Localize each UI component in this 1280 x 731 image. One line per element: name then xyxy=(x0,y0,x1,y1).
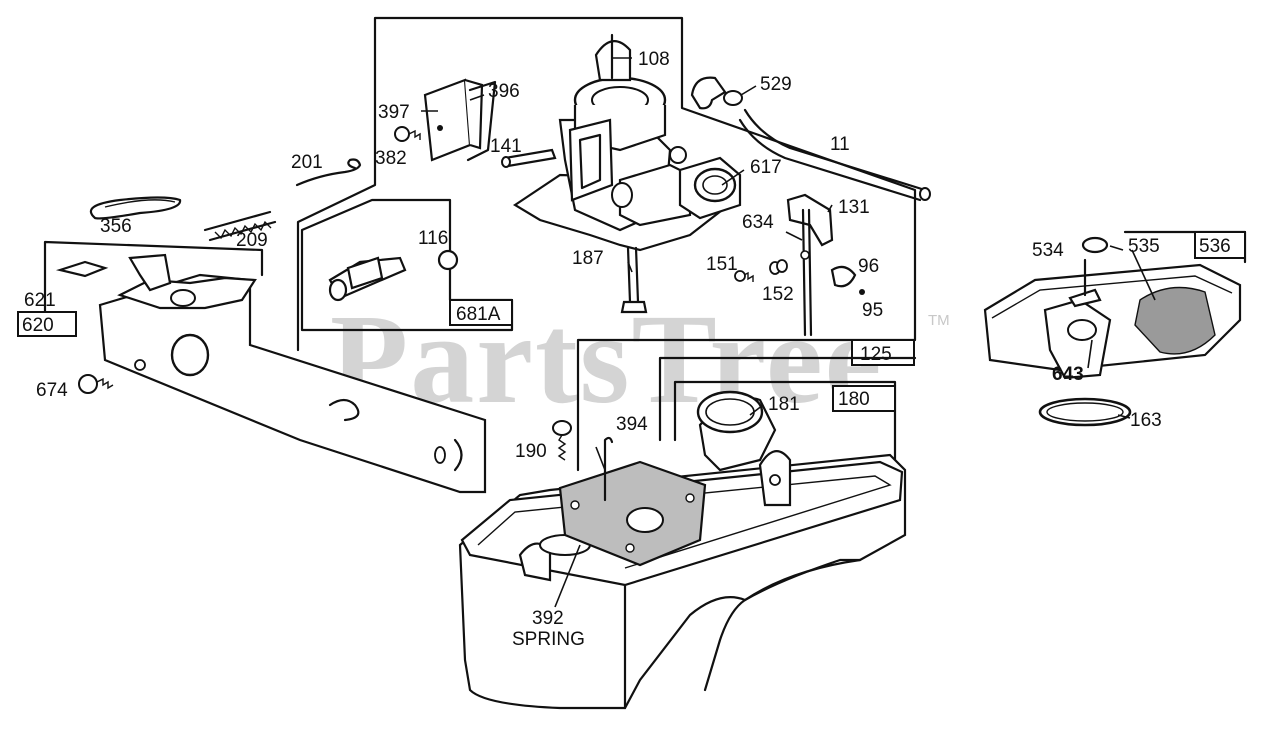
screw-674-icon xyxy=(78,374,114,394)
label-382: 382 xyxy=(375,148,407,169)
label-152: 152 xyxy=(762,284,794,305)
label-181: 181 xyxy=(768,394,800,415)
label-163: 163 xyxy=(1130,410,1162,431)
fuel-pipe-icon xyxy=(690,76,931,202)
label-396: 396 xyxy=(488,81,520,102)
link-201-icon xyxy=(295,158,362,187)
label-394: 394 xyxy=(616,414,648,435)
needle-valve-icon xyxy=(328,249,459,302)
label-96: 96 xyxy=(858,256,879,277)
label-634: 634 xyxy=(742,212,774,233)
shaft-141-icon xyxy=(501,148,557,168)
watermark-trademark: TM xyxy=(928,312,950,329)
label-535: 535 xyxy=(1128,236,1160,257)
gasket-icon xyxy=(558,436,707,567)
label-190: 190 xyxy=(515,441,547,462)
label-681a: 681A xyxy=(456,304,501,325)
leader-lines xyxy=(421,57,1156,608)
label-108: 108 xyxy=(638,49,670,70)
small-parts-icon xyxy=(734,259,865,295)
screw-382-icon xyxy=(394,126,421,142)
label-529: 529 xyxy=(760,74,792,95)
label-180: 180 xyxy=(838,389,870,410)
air-cleaner-icon xyxy=(983,230,1247,427)
label-674: 674 xyxy=(36,380,68,401)
label-141: 141 xyxy=(490,136,522,157)
label-620: 620 xyxy=(22,315,54,336)
fuel-tank-icon xyxy=(458,390,907,710)
carburetor-body-icon xyxy=(512,33,742,252)
label-151: 151 xyxy=(706,254,738,275)
label-95: 95 xyxy=(862,300,883,321)
control-bracket-icon xyxy=(43,196,487,494)
label-621: 621 xyxy=(24,290,56,311)
choke-plate-icon xyxy=(423,78,497,162)
label-209: 209 xyxy=(236,230,268,251)
label-536: 536 xyxy=(1199,236,1231,257)
label-617: 617 xyxy=(750,157,782,178)
label-116: 116 xyxy=(418,228,448,249)
screw-190-icon xyxy=(552,420,572,461)
choke-lever-icon xyxy=(786,193,834,337)
label-187: 187 xyxy=(572,248,604,269)
carburetor-group-outline xyxy=(296,16,917,472)
screw-187-icon xyxy=(620,246,648,314)
label-spring: SPRING xyxy=(512,629,585,650)
label-131: 131 xyxy=(838,197,870,218)
label-643: 643 xyxy=(1052,364,1084,385)
label-125: 125 xyxy=(860,344,892,365)
label-201: 201 xyxy=(291,152,323,173)
subgroup-681a-outline xyxy=(300,198,514,332)
label-356: 356 xyxy=(100,216,132,237)
tank-group-outline xyxy=(658,356,917,472)
label-397: 397 xyxy=(378,102,410,123)
label-534: 534 xyxy=(1032,240,1064,261)
label-11: 11 xyxy=(830,134,850,155)
label-box-620 xyxy=(17,311,77,337)
label-392: 392 xyxy=(532,608,564,629)
